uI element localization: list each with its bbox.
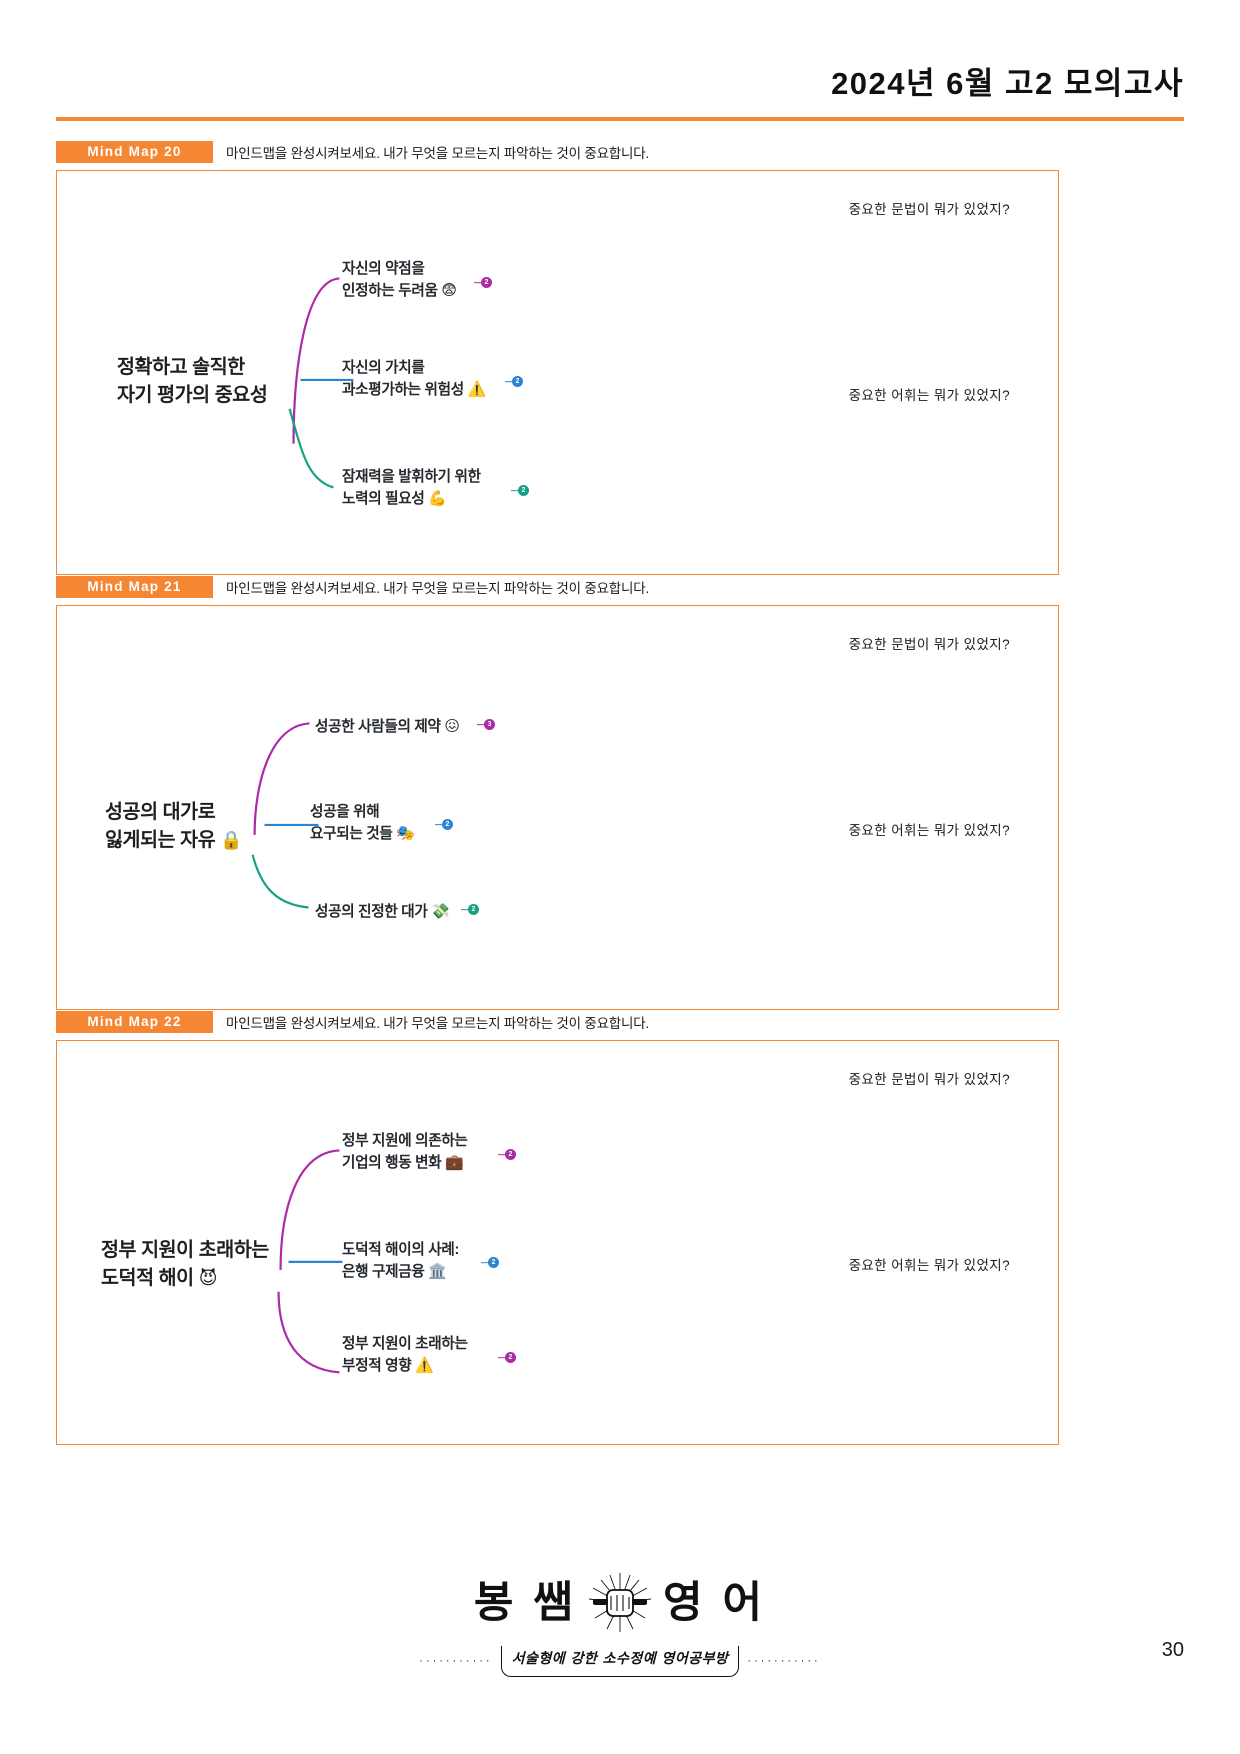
prompt-vocabulary-21: 중요한 어휘는 뭐가 있었지? [848, 823, 1010, 838]
brand-logo: 봉 쌤 [0, 1572, 1240, 1677]
prompt-grammar-20: 중요한 문법이 뭐가 있었지? [848, 202, 1010, 217]
branch-line-1: 정부 지원에 의존하는 [342, 1133, 468, 1149]
warning-sign-emoji: ⚠️ [467, 381, 487, 399]
prompt-vocabulary-22: 중요한 어휘는 뭐가 있었지? [848, 1258, 1010, 1273]
mindmap-branch-node-21-3: 성공의 진정한 대가 💸 [315, 901, 450, 923]
flexed-biceps-emoji: 💪 [428, 490, 447, 508]
root-line-1: 성공의 대가로 [105, 801, 216, 823]
mindmap-header-20: Mind Map 20 마인드맵을 완성시켜보세요. 내가 무엇을 모르는지 파… [56, 140, 1059, 164]
mindmap-canvas-22[interactable]: 중요한 문법이 뭐가 있었지? 중요한 어휘는 뭐가 있었지? 정부 지원이 초… [56, 1040, 1059, 1445]
branch-line-1: 정부 지원이 초래하는 [342, 1336, 468, 1352]
branch-tip-21-2: 2 [442, 819, 453, 830]
branch-line-1: 성공을 위해 [310, 804, 380, 820]
mindmap-branch-node-20-2: 자신의 가치를 과소평가하는 위험성 ⚠️ [342, 358, 486, 401]
branch-tip-21-1: 3 [484, 719, 495, 730]
mindmap-branch-node-22-2: 도덕적 해이의 사례: 은행 구제금융 🏛️ [342, 1240, 459, 1283]
mindmap-canvas-21[interactable]: 중요한 문법이 뭐가 있었지? 중요한 어휘는 뭐가 있었지? 성공의 대가로 … [56, 605, 1059, 1010]
mindmap-tag-21: Mind Map 21 [56, 575, 213, 599]
mindmap-root-node-22: 정부 지원이 초래하는 도덕적 해이 😈 [101, 1236, 269, 1293]
confounded-face-emoji: 😖 [444, 718, 460, 735]
page-title: 2024년 6월 고2 모의고사 [831, 66, 1184, 101]
branch-line-1: 도덕적 해이의 사례: [342, 1242, 460, 1258]
branch-tip-20-1: 2 [481, 277, 492, 288]
branch-tip-22-1: 2 [505, 1149, 516, 1160]
header-divider-rule [56, 117, 1184, 121]
branch-tip-20-3: 2 [518, 485, 529, 496]
brand-slogan: 서술형에 강한 소수정예 영어공부방 [500, 1646, 740, 1677]
branch-line-2: 인정하는 두려움 😨 [342, 282, 457, 300]
mindmap-instruction-20: 마인드맵을 완성시켜보세요. 내가 무엇을 모르는지 파악하는 것이 중요합니다… [226, 146, 649, 161]
branch-line-2: 기업의 행동 변화 💼 [342, 1154, 464, 1172]
slogan-dots-left: ··········· [419, 1655, 493, 1667]
branch-line-2: 부정적 영향 ⚠️ [342, 1357, 434, 1375]
fearful-face-emoji: 😨 [441, 282, 457, 300]
mindmap-block-21: Mind Map 21 마인드맵을 완성시켜보세요. 내가 무엇을 모르는지 파… [56, 575, 1059, 1010]
branch-tip-21-3: 2 [468, 904, 479, 915]
mindmap-instruction-21: 마인드맵을 완성시켜보세요. 내가 무엇을 모르는지 파악하는 것이 중요합니다… [226, 581, 649, 596]
brand-text-right: 영 어 [663, 1578, 767, 1627]
mindmap-tag-22: Mind Map 22 [56, 1010, 213, 1034]
page-number: 30 [1161, 1639, 1184, 1661]
mindmap-block-22: Mind Map 22 마인드맵을 완성시켜보세요. 내가 무엇을 모르는지 파… [56, 1010, 1059, 1445]
mindmap-header-22: Mind Map 22 마인드맵을 완성시켜보세요. 내가 무엇을 모르는지 파… [56, 1010, 1059, 1034]
branch-tip-20-2: 2 [512, 376, 523, 387]
branch-line-1: 자신의 약점을 [342, 261, 425, 277]
performing-arts-masks-emoji: 🎭 [396, 825, 415, 843]
mindmap-branch-node-21-1: 성공한 사람들의 제약 😖 [315, 716, 460, 738]
money-with-wings-emoji: 💸 [431, 903, 450, 920]
slogan-dots-right: ··········· [747, 1655, 821, 1667]
branch-line-2: 과소평가하는 위험성 ⚠️ [342, 381, 487, 399]
root-line-1: 정확하고 솔직한 [117, 356, 245, 378]
prompt-grammar-21: 중요한 문법이 뭐가 있었지? [848, 637, 1010, 652]
branch-line-1: 성공한 사람들의 제약 😖 [315, 718, 460, 735]
root-line-1: 정부 지원이 초래하는 [101, 1239, 269, 1261]
brand-wordmark: 봉 쌤 [474, 1572, 766, 1634]
branch-tip-22-3: 2 [505, 1352, 516, 1363]
mindmap-block-20: Mind Map 20 마인드맵을 완성시켜보세요. 내가 무엇을 모르는지 파… [56, 140, 1059, 575]
classical-building-emoji: 🏛️ [428, 1263, 447, 1281]
branch-line-1: 성공의 진정한 대가 💸 [315, 903, 450, 920]
mindmap-header-21: Mind Map 21 마인드맵을 완성시켜보세요. 내가 무엇을 모르는지 파… [56, 575, 1059, 599]
mindmap-branch-node-22-1: 정부 지원에 의존하는 기업의 행동 변화 💼 [342, 1131, 468, 1174]
page-header: 2024년 6월 고2 모의고사 [56, 58, 1184, 118]
page-footer: 봉 쌤 [0, 1572, 1240, 1712]
prompt-vocabulary-20: 중요한 어휘는 뭐가 있었지? [848, 388, 1010, 403]
fist-with-rays-icon [583, 1572, 657, 1634]
branch-line-1: 자신의 가치를 [342, 360, 425, 376]
root-line-2: 도덕적 해이 😈 [101, 1267, 218, 1290]
root-line-2: 잃게되는 자유 🔒 [105, 829, 243, 852]
mindmap-branch-node-21-2: 성공을 위해 요구되는 것들 🎭 [310, 802, 415, 845]
mindmap-instruction-22: 마인드맵을 완성시켜보세요. 내가 무엇을 모르는지 파악하는 것이 중요합니다… [226, 1016, 649, 1031]
mindmap-branch-node-20-3: 잠재력을 발휘하기 위한 노력의 필요성 💪 [342, 467, 481, 510]
brand-text-left: 봉 쌤 [473, 1578, 577, 1627]
branch-tip-22-2: 2 [488, 1257, 499, 1268]
mindmap-root-node-20: 정확하고 솔직한 자기 평가의 중요성 [117, 353, 268, 410]
warning-sign-emoji: ⚠️ [415, 1357, 434, 1375]
branch-line-2: 은행 구제금융 🏛️ [342, 1263, 447, 1281]
locked-padlock-emoji: 🔒 [220, 830, 243, 851]
mindmap-root-node-21: 성공의 대가로 잃게되는 자유 🔒 [105, 798, 243, 855]
mindmap-tag-20: Mind Map 20 [56, 140, 213, 164]
branch-line-1: 잠재력을 발휘하기 위한 [342, 469, 481, 485]
branch-line-2: 노력의 필요성 💪 [342, 490, 447, 508]
smiling-face-with-horns-emoji: 😈 [198, 1268, 218, 1289]
briefcase-emoji: 💼 [445, 1154, 464, 1172]
mindmap-branch-node-22-3: 정부 지원이 초래하는 부정적 영향 ⚠️ [342, 1334, 468, 1377]
root-line-2: 자기 평가의 중요성 [117, 384, 268, 407]
prompt-grammar-22: 중요한 문법이 뭐가 있었지? [848, 1072, 1010, 1087]
brand-slogan-row: ··········· 서술형에 강한 소수정예 영어공부방 ·········… [419, 1646, 820, 1677]
mindmap-branch-node-20-1: 자신의 약점을 인정하는 두려움 😨 [342, 259, 457, 302]
mindmap-canvas-20[interactable]: 중요한 문법이 뭐가 있었지? 중요한 어휘는 뭐가 있었지? 정확하고 솔직한… [56, 170, 1059, 575]
branch-line-2: 요구되는 것들 🎭 [310, 825, 415, 843]
